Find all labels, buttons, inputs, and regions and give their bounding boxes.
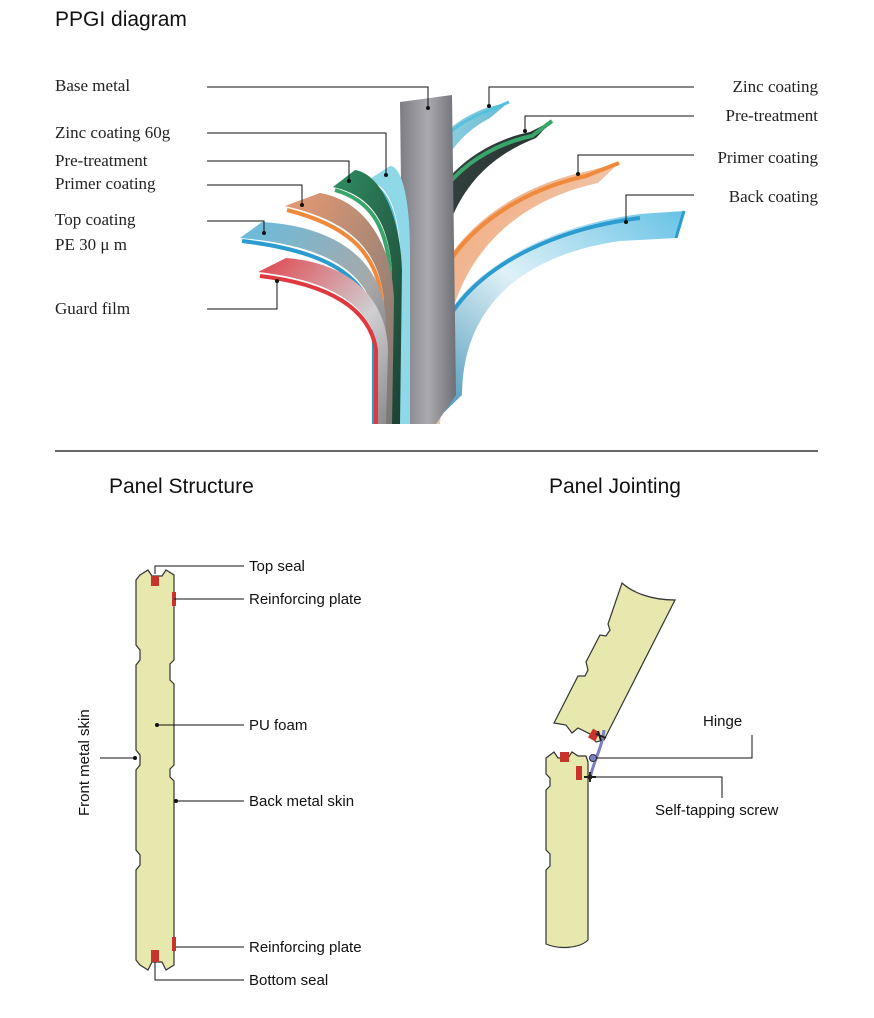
ppgi-left-leaders	[207, 86, 429, 310]
label-guard-film: Guard film	[55, 299, 130, 318]
label-hinge: Hinge	[703, 713, 742, 730]
hinge-strip	[588, 729, 606, 779]
ppgi-left-leader-dots	[262, 106, 430, 283]
label-bottom-seal: Bottom seal	[249, 972, 328, 989]
primer-coating-left-layer	[285, 193, 394, 424]
ppgi-right-leaders	[488, 86, 694, 222]
bottom-seal-block	[151, 950, 159, 962]
screw-icon	[595, 730, 607, 742]
label-reinforcing-plate-top: Reinforcing plate	[249, 591, 362, 608]
panel-structure-title: Panel Structure	[109, 475, 254, 498]
label-front-metal-skin: Front metal skin	[76, 709, 93, 816]
label-back-coating: Back coating	[729, 187, 819, 206]
label-pre-treatment-right: Pre-treatment	[725, 106, 818, 125]
panel-jointing-drawing	[545, 581, 676, 949]
label-primer-coating-right: Primer coating	[717, 148, 818, 167]
panel-structure-drawing	[135, 569, 176, 971]
ppgi-right-leader-dots	[487, 104, 628, 224]
label-pre-treatment-left: Pre-treatment	[55, 151, 148, 170]
lower-panel	[545, 751, 589, 949]
zinc-coating-left-layer	[365, 166, 410, 424]
label-pu-foam: PU foam	[249, 717, 307, 734]
reinforcing-plate-bottom-block	[172, 937, 176, 951]
lower-panel-top-seal	[560, 752, 569, 762]
base-metal-layer	[400, 95, 456, 424]
upper-panel	[553, 581, 676, 743]
panel-structure-leaders	[100, 565, 244, 981]
pu-foam-panel	[135, 569, 175, 971]
upper-panel-seal	[588, 728, 600, 742]
hinge-pin	[589, 754, 597, 762]
label-self-tapping-screw: Self-tapping screw	[655, 802, 779, 819]
guard-film-layer	[258, 258, 388, 424]
ppgi-layer-fan	[240, 95, 686, 424]
label-back-metal-skin: Back metal skin	[249, 793, 354, 810]
label-base-metal: Base metal	[55, 76, 130, 95]
back-coating-layer	[432, 211, 684, 424]
label-primer-coating-left: Primer coating	[55, 174, 156, 193]
panel-jointing-title: Panel Jointing	[549, 475, 681, 498]
lower-panel-plate	[576, 766, 582, 780]
label-reinforcing-plate-bottom: Reinforcing plate	[249, 939, 362, 956]
label-zinc-coating-right: Zinc coating	[733, 77, 819, 96]
panel-jointing-leaders	[592, 735, 753, 798]
label-zinc-coating-60g: Zinc coating 60g	[55, 123, 171, 142]
primer-coating-right-layer	[426, 163, 619, 424]
label-top-seal: Top seal	[249, 558, 305, 575]
top-seal-block	[151, 576, 159, 586]
pre-treatment-left-layer	[333, 170, 402, 424]
label-top-coating-thickness: PE 30 μ m	[55, 235, 127, 254]
label-top-coating: Top coating	[55, 210, 136, 229]
ppgi-title: PPGI diagram	[55, 8, 187, 31]
